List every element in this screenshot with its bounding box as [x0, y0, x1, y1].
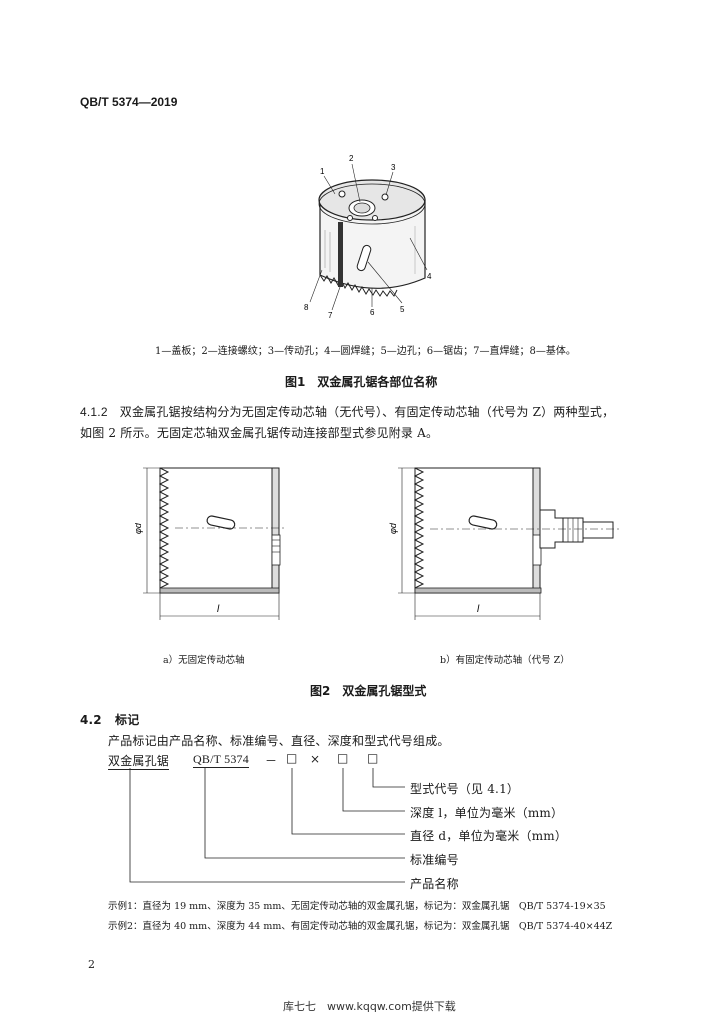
clause-4-2-intro: 产品标记由产品名称、标准编号、直径、深度和型式代号组成。 [108, 734, 450, 748]
marking-dash: － [265, 754, 278, 768]
callout-8: 8 [304, 303, 309, 312]
clause-text: 双金属孔锯按结构分为无固定传动芯轴（无代号）、有固定传动芯轴（代号为 Z）两种型… [119, 405, 615, 419]
figure1-legend: 1—盖板；2—连接螺纹；3—传动孔；4—圆焊缝；5—边孔；6—锯齿；7—直焊缝；… [155, 346, 576, 357]
page-number: 2 [88, 958, 95, 971]
clause-4-2-title: 标记 [115, 713, 140, 727]
figure2a-drawing: φd l [135, 467, 285, 620]
label-depth: 深度 l，单位为毫米（mm） [410, 806, 564, 820]
marking-standard-number: QB/T 5374 [193, 752, 249, 768]
clause-4-1-2-line2: 如图 2 所示。无固定芯轴双金属孔锯传动连接部型式参见附录 A。 [80, 426, 439, 440]
example-1: 示例1：直径为 19 mm、深度为 35 mm、无固定传动芯轴的双金属孔锯，标记… [108, 901, 606, 912]
clause-4-2-number: 4.2 [80, 713, 102, 727]
example-2: 示例2：直径为 40 mm、深度为 44 mm、有固定传动芯轴的双金属孔锯，标记… [108, 921, 613, 932]
figure2a-diameter-label: φd [135, 522, 143, 534]
callout-7: 7 [328, 311, 333, 320]
marking-box-diameter: □ [286, 751, 298, 765]
callout-3: 3 [391, 163, 396, 172]
marking-product-name: 双金属孔锯 [108, 754, 170, 770]
clause-4-2-heading: 4.2 标记 [80, 711, 139, 728]
label-product-name: 产品名称 [410, 877, 459, 891]
label-type-code: 型式代号（见 4.1） [410, 782, 520, 796]
figure1-title: 图1 双金属孔锯各部位名称 [285, 375, 438, 389]
figure2b-length-label: l [477, 604, 480, 615]
figure2b-diameter-label: φd [388, 522, 398, 534]
clause-number: 4.1.2 [80, 405, 108, 419]
figure2-title: 图2 双金属孔锯型式 [310, 684, 427, 698]
marking-times: × [310, 752, 321, 766]
callout-1: 1 [320, 167, 325, 176]
standard-number: QB/T 5374—2019 [80, 95, 178, 109]
callout-5: 5 [400, 305, 405, 314]
callout-6: 6 [370, 308, 375, 317]
clause-4-1-2-line1: 4.1.2 双金属孔锯按结构分为无固定传动芯轴（无代号）、有固定传动芯轴（代号为… [80, 403, 614, 420]
figure2b-caption: b）有固定传动芯轴（代号 Z） [440, 655, 570, 666]
figure2a-length-label: l [217, 604, 220, 615]
callout-2: 2 [349, 154, 354, 163]
callout-4: 4 [427, 272, 432, 281]
marking-box-type: □ [367, 751, 379, 765]
figure1-hole-saw-illustration: 1 2 3 4 5 6 7 8 [304, 154, 432, 320]
figure2a-caption: a）无固定传动芯轴 [163, 655, 245, 666]
label-diameter: 直径 d，单位为毫米（mm） [410, 829, 568, 843]
figure2b-drawing: φd l [388, 467, 620, 620]
download-footer: 库七七 www.kqqw.com提供下载 [283, 1000, 456, 1013]
marking-box-depth: □ [337, 751, 349, 765]
label-standard-number: 标准编号 [410, 853, 459, 867]
